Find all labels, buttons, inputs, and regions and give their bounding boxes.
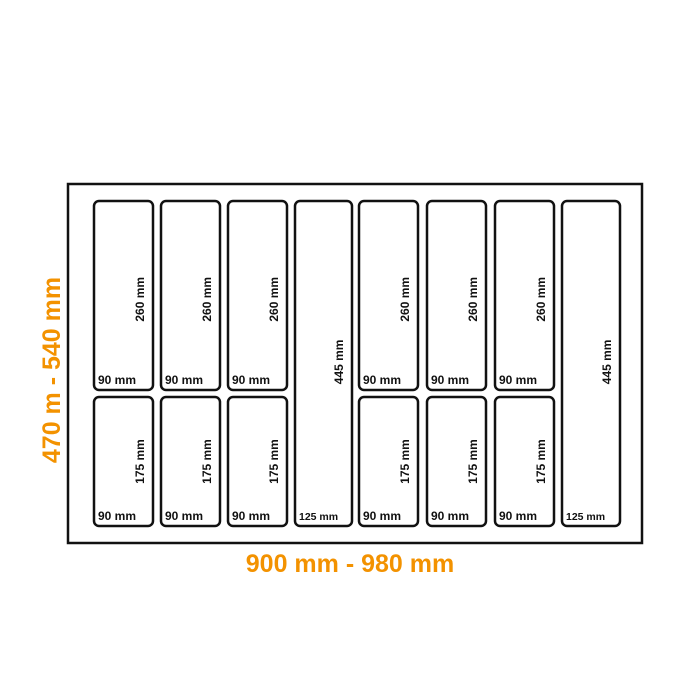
compartment-width-label: 90 mm (98, 509, 136, 523)
compartment-c3 (226, 199, 289, 392)
compartment-length-label: 175 mm (398, 439, 412, 484)
compartments-group: 90 mm 260 mm 90 mm 260 mm 90 mm 260 mm 125 mm 4… (92, 199, 622, 528)
compartment-width-label: 90 mm (165, 373, 203, 387)
compartment-width-label: 90 mm (98, 373, 136, 387)
compartment-length-label: 175 mm (200, 439, 214, 484)
compartment-length-label: 175 mm (534, 439, 548, 484)
compartment-width-label: 125 mm (566, 511, 605, 523)
compartment-c9 (92, 395, 155, 528)
compartment-length-label: 260 mm (200, 277, 214, 322)
compartment-length-label: 260 mm (534, 277, 548, 322)
compartment-width-label: 90 mm (363, 509, 401, 523)
compartment-c7 (493, 199, 556, 392)
compartment-length-label: 175 mm (267, 439, 281, 484)
compartment-width-label: 90 mm (363, 373, 401, 387)
compartment-c12 (357, 395, 420, 528)
compartment-width-label: 90 mm (232, 509, 270, 523)
compartment-c13 (425, 395, 488, 528)
compartment-length-label: 260 mm (466, 277, 480, 322)
compartment-width-label: 90 mm (165, 509, 203, 523)
compartment-length-label: 175 mm (133, 439, 147, 484)
depth-dimension-label: 470 m - 540 mm (38, 277, 66, 463)
compartment-c4 (293, 199, 354, 528)
compartment-c11 (226, 395, 289, 528)
compartment-length-label: 260 mm (398, 277, 412, 322)
compartment-c5 (357, 199, 420, 392)
compartment-width-label: 90 mm (232, 373, 270, 387)
compartment-width-label: 90 mm (499, 373, 537, 387)
compartment-length-label: 445 mm (332, 340, 346, 385)
compartment-c14 (493, 395, 556, 528)
compartment-length-label: 445 mm (600, 340, 614, 385)
compartment-c2 (159, 199, 222, 392)
compartment-length-label: 260 mm (133, 277, 147, 322)
compartment-width-label: 90 mm (499, 509, 537, 523)
width-dimension-label: 900 mm - 980 mm (246, 550, 454, 578)
compartment-length-label: 175 mm (466, 439, 480, 484)
compartment-width-label: 90 mm (431, 509, 469, 523)
compartment-width-label: 125 mm (299, 511, 338, 523)
compartment-length-label: 260 mm (267, 277, 281, 322)
compartment-c6 (425, 199, 488, 392)
compartment-width-label: 90 mm (431, 373, 469, 387)
compartment-c10 (159, 395, 222, 528)
compartment-c1 (92, 199, 155, 392)
compartment-c8 (560, 199, 622, 528)
